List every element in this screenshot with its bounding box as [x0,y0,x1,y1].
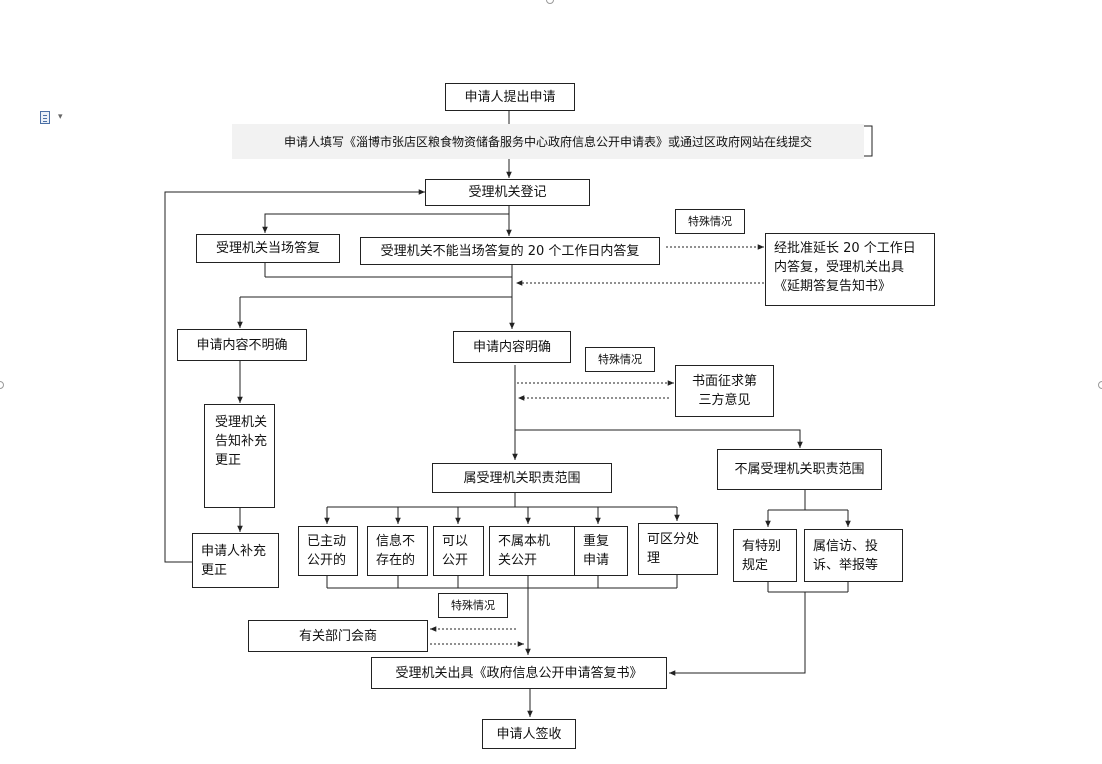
node-notify-correction: 受理机关 告知补充 更正 [204,404,275,508]
node-submit-note: 申请人填写《淄博市张店区粮食物资储备服务中心政府信息公开申请表》或通过区政府网站… [232,124,864,159]
label-special-case-3: 特殊情况 [438,593,508,618]
right-resize-handle[interactable] [1098,381,1102,389]
node-category-not-exist: 信息不 存在的 [367,526,428,576]
node-applicant-correction: 申请人补充 更正 [192,533,279,588]
node-consult-departments: 有关部门会商 [248,620,428,652]
node-in-scope: 属受理机关职责范围 [432,463,612,493]
node-reply-on-spot: 受理机关当场答复 [196,234,340,263]
node-special-rules: 有特别 规定 [733,529,797,582]
node-category-published: 已主动 公开的 [298,526,358,576]
node-content-clear: 申请内容明确 [453,331,571,363]
chevron-down-icon[interactable]: ▾ [58,112,63,122]
node-petition: 属信访、投 诉、举报等 [804,529,903,582]
node-register: 受理机关登记 [425,179,590,206]
node-out-of-scope: 不属受理机关职责范围 [717,449,882,490]
label-special-case-1: 特殊情况 [675,209,745,234]
node-reply-20-days: 受理机关不能当场答复的 20 个工作日内答复 [360,237,660,265]
node-category-not-this-agency: 不属本机 关公开 [489,526,577,576]
node-final-reply: 受理机关出具《政府信息公开申请答复书》 [371,657,667,689]
node-content-unclear: 申请内容不明确 [177,329,307,361]
node-category-can-disclose: 可以 公开 [433,526,484,576]
node-start: 申请人提出申请 [445,83,575,111]
node-sign-receipt: 申请人签收 [482,719,576,749]
node-extension: 经批准延长 20 个工作日 内答复，受理机关出具 《延期答复告知书》 [765,233,935,306]
label-special-case-2: 特殊情况 [585,347,655,372]
node-category-separable: 可区分处 理 [638,523,718,575]
node-third-party: 书面征求第 三方意见 [675,365,774,417]
node-category-duplicate: 重复 申请 [574,526,628,576]
document-page-icon[interactable] [40,111,50,124]
